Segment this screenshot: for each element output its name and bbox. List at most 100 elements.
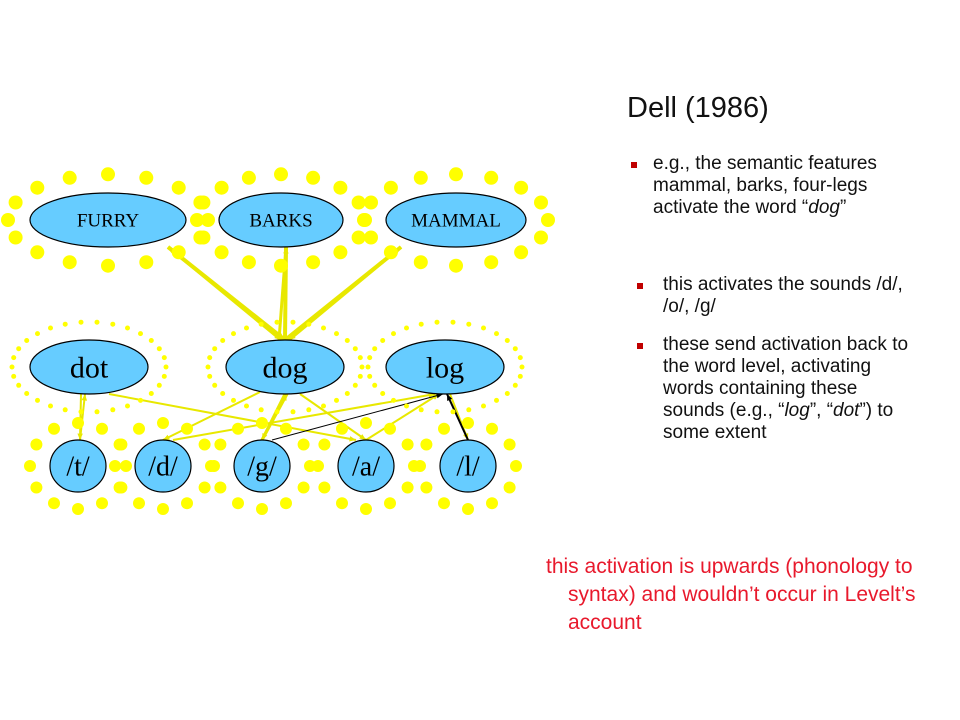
activation-dot bbox=[115, 481, 128, 494]
bullet-text: this activates the sounds /d/, /o/, /g/ bbox=[663, 274, 903, 317]
activation-dot bbox=[190, 213, 204, 227]
activation-dot bbox=[231, 397, 236, 403]
activation-dot bbox=[391, 397, 396, 403]
activation-dot bbox=[72, 417, 84, 429]
activation-dot bbox=[434, 319, 440, 325]
activation-dot bbox=[198, 481, 211, 494]
activation-dot bbox=[274, 319, 280, 325]
activation-dot bbox=[420, 481, 433, 494]
activation-dot bbox=[333, 245, 348, 260]
activation-dot bbox=[72, 503, 84, 515]
activation-dot bbox=[78, 409, 84, 415]
activation-dot bbox=[94, 319, 100, 325]
activation-dot bbox=[280, 497, 292, 510]
activation-dot bbox=[380, 391, 386, 396]
arrowhead bbox=[281, 394, 287, 401]
bullet-text-run: these send activation back to the word l… bbox=[663, 334, 909, 421]
activation-dot bbox=[312, 460, 324, 472]
node-dog-shape bbox=[225, 339, 345, 395]
connection-dot-a bbox=[108, 393, 357, 441]
node-t-shape bbox=[49, 439, 107, 493]
activation-dot bbox=[11, 373, 17, 379]
activation-dot bbox=[115, 438, 128, 451]
connection-a-log bbox=[365, 393, 440, 441]
node-log-shape bbox=[385, 339, 505, 395]
activation-dot bbox=[232, 497, 244, 510]
activation-dot bbox=[171, 245, 186, 260]
slide-title: Dell (1986) bbox=[627, 92, 769, 124]
activation-dot bbox=[462, 503, 474, 515]
activation-dot bbox=[372, 382, 378, 388]
node-d-label: /d/ bbox=[148, 452, 178, 483]
activation-dot bbox=[418, 321, 424, 327]
node-t: /t/ bbox=[49, 439, 107, 493]
activation-dot bbox=[344, 391, 350, 396]
activation-dot bbox=[383, 245, 398, 260]
activation-dot bbox=[438, 422, 450, 435]
activation-dot bbox=[420, 438, 433, 451]
activation-dot bbox=[101, 167, 115, 182]
activation-dot bbox=[110, 321, 116, 327]
node-l: /l/ bbox=[439, 439, 497, 493]
bullet-2: this activates the sounds /d/, /o/, /g/ bbox=[637, 274, 933, 318]
node-l-label: /l/ bbox=[456, 452, 480, 483]
activation-dot bbox=[351, 230, 366, 245]
activation-dot bbox=[220, 338, 226, 343]
bullet-text-run: log bbox=[784, 400, 810, 421]
activation-dot bbox=[449, 258, 463, 273]
activation-dot bbox=[96, 497, 108, 510]
node-log: log bbox=[385, 339, 505, 395]
connection-g-dog bbox=[260, 393, 289, 441]
activation-dot bbox=[344, 338, 350, 343]
activation-dot bbox=[404, 325, 409, 331]
activation-dot bbox=[306, 407, 312, 413]
activation-dot bbox=[125, 403, 130, 409]
activation-dot bbox=[156, 346, 162, 352]
activation-dot bbox=[30, 180, 45, 195]
activation-dot bbox=[231, 331, 236, 337]
activation-dot bbox=[404, 403, 409, 409]
activation-dot bbox=[512, 346, 518, 352]
activation-dot bbox=[30, 481, 43, 494]
activation-dot bbox=[9, 364, 15, 370]
activation-dot bbox=[360, 503, 372, 515]
bullet-text-run: ” bbox=[839, 197, 847, 218]
activation-dot bbox=[359, 364, 365, 370]
activation-dot bbox=[367, 373, 373, 379]
connection-mammal-dog bbox=[288, 245, 402, 342]
activation-dot bbox=[336, 422, 348, 435]
activation-dot bbox=[466, 407, 472, 413]
activation-dot bbox=[62, 407, 68, 413]
activation-dot bbox=[351, 195, 366, 210]
activation-dot bbox=[214, 481, 227, 494]
activation-dot bbox=[207, 373, 213, 379]
node-dog-label: dog bbox=[263, 352, 308, 385]
node-furry-label: FURRY bbox=[77, 211, 140, 232]
activation-dot bbox=[110, 407, 116, 413]
activation-dot bbox=[139, 170, 154, 185]
activation-dot bbox=[157, 417, 169, 429]
activation-dot bbox=[161, 373, 167, 379]
node-mammal: MAMMAL bbox=[385, 192, 527, 248]
activation-dot bbox=[384, 422, 396, 435]
activation-dot bbox=[321, 325, 326, 331]
activation-dot bbox=[62, 321, 68, 327]
connection-furry-dog bbox=[167, 245, 282, 342]
activation-dot bbox=[462, 417, 474, 429]
activation-dot bbox=[384, 497, 396, 510]
activation-dot bbox=[156, 382, 162, 388]
node-a-label: /a/ bbox=[352, 452, 380, 483]
activation-dot bbox=[258, 407, 264, 413]
activation-dot bbox=[466, 321, 472, 327]
node-barks: BARKS bbox=[218, 192, 344, 248]
activation-dot bbox=[449, 167, 463, 182]
activation-dot bbox=[504, 391, 510, 396]
activation-dot bbox=[360, 417, 372, 429]
activation-dot bbox=[181, 422, 193, 435]
activation-dot bbox=[357, 213, 371, 227]
activation-dot bbox=[352, 382, 358, 388]
node-log-label: log bbox=[426, 352, 464, 385]
activation-dot bbox=[481, 325, 486, 331]
arrowhead bbox=[276, 333, 283, 340]
